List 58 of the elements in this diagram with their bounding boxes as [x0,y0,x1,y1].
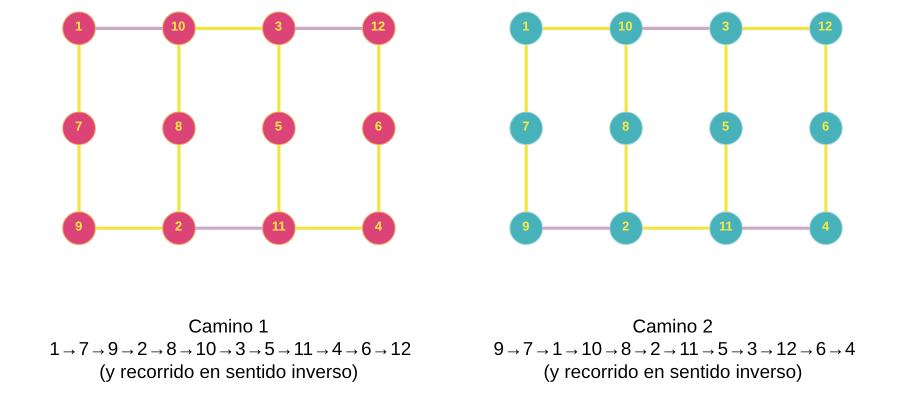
node-circle: 12 [361,12,396,46]
node-circle: 5 [708,111,742,146]
connector [624,45,628,112]
connector [294,226,362,230]
node-circle: 10 [162,12,196,46]
connector [742,226,809,230]
label: 9→7→1→10→8→2→11→5→3→12→6→4 [493,338,855,360]
node-circle: 3 [708,12,742,46]
node-circle: 1 [508,12,542,46]
node-circle: 11 [708,211,742,245]
node-circle: 5 [262,111,296,146]
connector [176,145,180,212]
connector [642,26,709,30]
connector [824,145,827,212]
connector [194,226,262,230]
label: (y recorrido en sentido inverso) [542,360,802,382]
node-circle: 8 [608,111,642,146]
connector [194,26,262,30]
label: 1→7→9→2→8→10→3→5→11→4→6→12 [48,338,411,360]
node-circle: 3 [262,12,296,46]
connector [76,145,80,212]
connector [742,26,809,30]
connector [542,26,609,30]
label: Camino 1 [188,315,268,336]
node-circle: 12 [808,12,842,46]
connector [94,226,162,230]
node-circle: 10 [608,12,642,46]
node-circle: 1 [62,12,96,46]
connector [542,226,609,230]
node-circle: 7 [508,111,542,146]
connector [276,145,280,212]
connector [376,45,380,112]
connector [524,45,528,112]
node-circle: 4 [361,211,396,245]
connector [824,45,827,112]
node-circle: 9 [508,211,542,245]
node-circle: 2 [608,211,642,245]
connector [724,145,728,212]
connector [176,45,180,112]
node-circle: 4 [808,211,842,245]
connector [294,26,362,30]
connector [624,145,628,212]
connector [94,26,162,30]
node-circle: 6 [808,111,842,146]
connector [76,45,80,112]
node-circle: 11 [262,211,296,245]
node-circle: 2 [162,211,196,245]
node-circle: 9 [62,211,96,245]
connector [642,226,709,230]
connector [724,45,728,112]
node-circle: 7 [62,111,96,146]
connector [524,145,528,212]
label: Camino 2 [632,315,712,336]
connector [276,45,280,112]
connector [376,145,380,212]
node-circle: 6 [361,111,396,146]
node-circle: 8 [162,111,196,146]
label: (y recorrido en sentido inverso) [98,360,358,382]
